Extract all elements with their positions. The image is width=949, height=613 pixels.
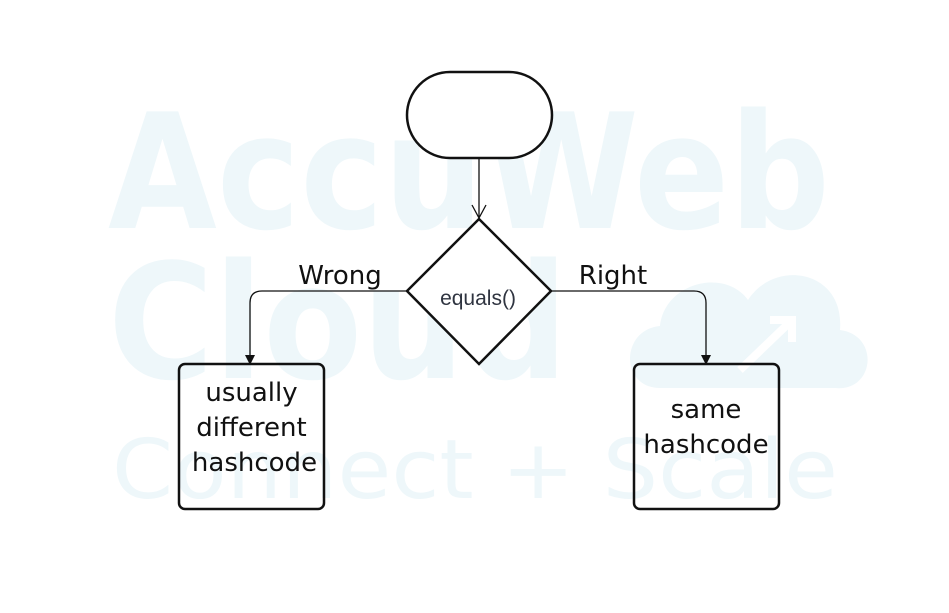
left-box-line-2: different	[196, 413, 306, 443]
left-box-line-1: usually	[205, 378, 297, 408]
edge-label-wrong: Wrong	[298, 261, 382, 291]
connector-right-branch	[551, 290, 711, 365]
result-box-left	[177, 362, 326, 511]
right-box-line-1: same	[671, 395, 742, 425]
start-terminator	[405, 70, 554, 160]
result-box-right-text: same hashcode	[643, 395, 768, 460]
watermark-cloud-icon	[630, 275, 868, 389]
result-box-left-text: usually different hashcode	[192, 378, 317, 478]
right-box-line-2: hashcode	[643, 430, 768, 460]
decision-diamond	[405, 217, 553, 366]
edge-label-right: Right	[579, 261, 647, 291]
connector-wrong-branch	[245, 290, 407, 365]
watermark-line-3: Connect + Scale	[112, 423, 838, 518]
result-box-right	[632, 362, 781, 511]
decision-label: equals()	[440, 287, 516, 310]
left-box-line-3: hashcode	[192, 448, 317, 478]
